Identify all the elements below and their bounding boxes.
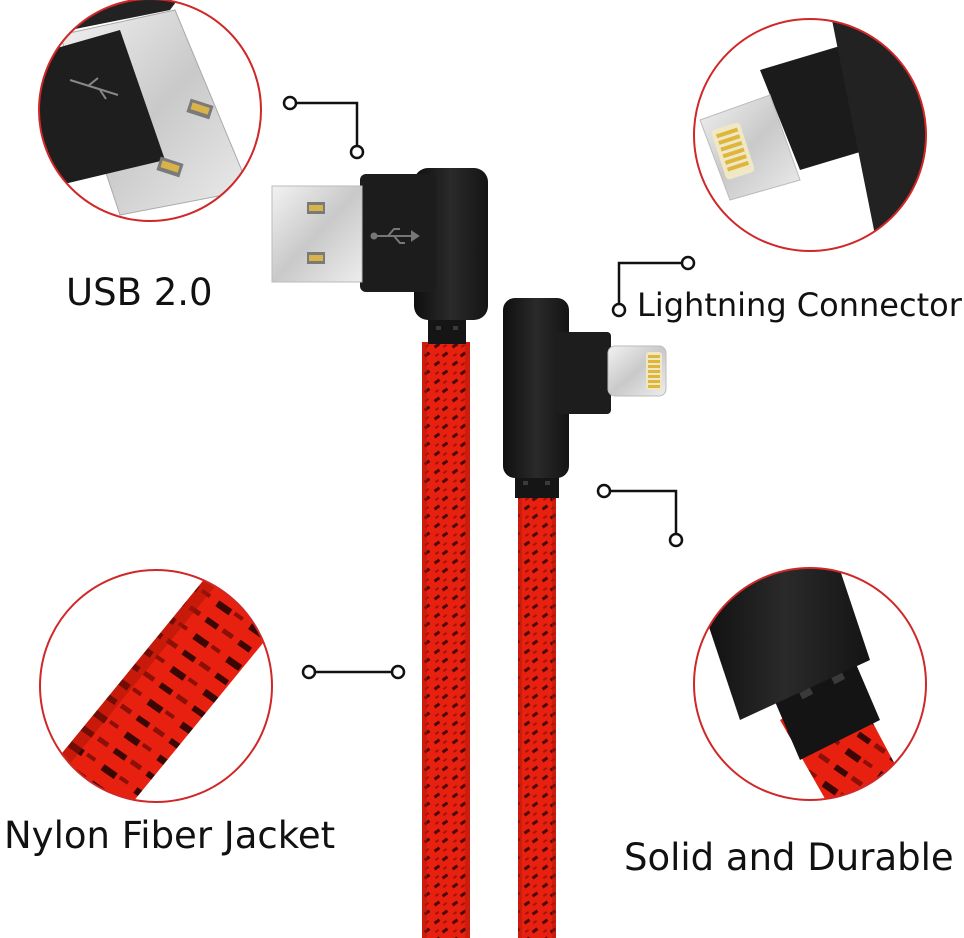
solid-detail-callout — [693, 567, 927, 801]
callout-lines — [282, 95, 696, 680]
usb-label: USB 2.0 — [66, 271, 213, 314]
lightning-cable — [518, 496, 556, 938]
usb-cable — [422, 342, 470, 938]
usb-plug — [271, 185, 363, 283]
lightning-label: Lightning Connector — [637, 286, 962, 324]
usb-trident-icon — [370, 228, 420, 244]
lightning-detail-callout — [693, 18, 927, 252]
usb-strain-relief — [428, 318, 466, 344]
nylon-detail-callout — [39, 569, 273, 803]
usb-detail-callout — [38, 0, 262, 222]
lightning-connector-housing — [503, 298, 611, 478]
durable-label: Solid and Durable — [624, 836, 954, 879]
lightning-plug — [607, 345, 667, 397]
usb-connector-housing — [360, 168, 488, 320]
nylon-label: Nylon Fiber Jacket — [4, 814, 336, 857]
